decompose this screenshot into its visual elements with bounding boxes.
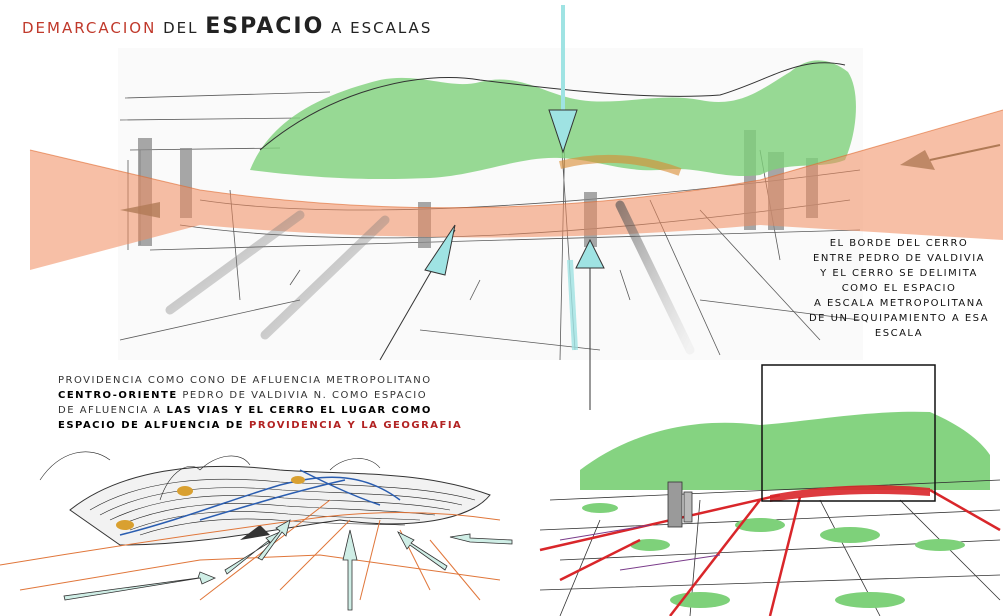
note-right-line: ESCALA <box>874 328 924 339</box>
note-right-line: A ESCALA METROPOLITANA <box>813 298 985 309</box>
title-part-3: ESPACIO <box>205 14 325 39</box>
note-right-line: COMO EL ESPACIO <box>841 283 957 294</box>
note-providencia: PROVIDENCIA COMO CONO DE AFLUENCIA METRO… <box>58 373 518 433</box>
cyan-arrows <box>379 5 605 410</box>
title-part-4: A ESCALAS <box>331 19 433 37</box>
note-left-line-2a: CENTRO-ORIENTE <box>58 390 178 401</box>
diagram-title: DEMARCACION DEL ESPACIO A ESCALAS <box>22 14 432 39</box>
road-shadows <box>165 200 695 355</box>
note-right-line: ENTRE PEDRO DE VALDIVIA <box>813 253 985 264</box>
note-right-line: Y EL CERRO SE DELIMITA <box>820 268 978 279</box>
title-part-1: DEMARCACION <box>22 19 157 37</box>
title-part-2: DEL <box>163 19 199 37</box>
note-right-line: EL BORDE DEL CERRO <box>829 238 969 249</box>
note-right-line: DE UN EQUIPAMIENTO A ESA <box>808 313 990 324</box>
note-left-line-2b: PEDRO DE VALDIVIA N. COMO ESPACIO <box>177 390 428 401</box>
note-left-line-3: DE AFLUENCIA A LAS VIAS Y EL CERRO EL LU… <box>58 403 518 418</box>
note-left-line-1: PROVIDENCIA COMO CONO DE AFLUENCIA METRO… <box>58 375 432 386</box>
colored-sketch <box>539 364 1001 616</box>
note-left-line-4b: PROVIDENCIA Y LA GEOGRAFIA <box>249 420 463 431</box>
note-left-line-3a: DE AFLUENCIA A <box>58 405 167 416</box>
note-left-line-3b: LAS VIAS Y EL CERRO EL LUGAR COMO <box>166 405 432 416</box>
contour-map <box>0 451 513 611</box>
focus-frame <box>761 364 936 502</box>
note-left-line-2: CENTRO-ORIENTE PEDRO DE VALDIVIA N. COMO… <box>58 388 518 403</box>
note-cerro-border: EL BORDE DEL CERRO ENTRE PEDRO DE VALDIV… <box>800 236 998 341</box>
note-left-line-4a: ESPACIO DE ALFUENCIA DE <box>58 420 249 431</box>
note-left-line-4: ESPACIO DE ALFUENCIA DE PROVIDENCIA Y LA… <box>58 418 518 433</box>
